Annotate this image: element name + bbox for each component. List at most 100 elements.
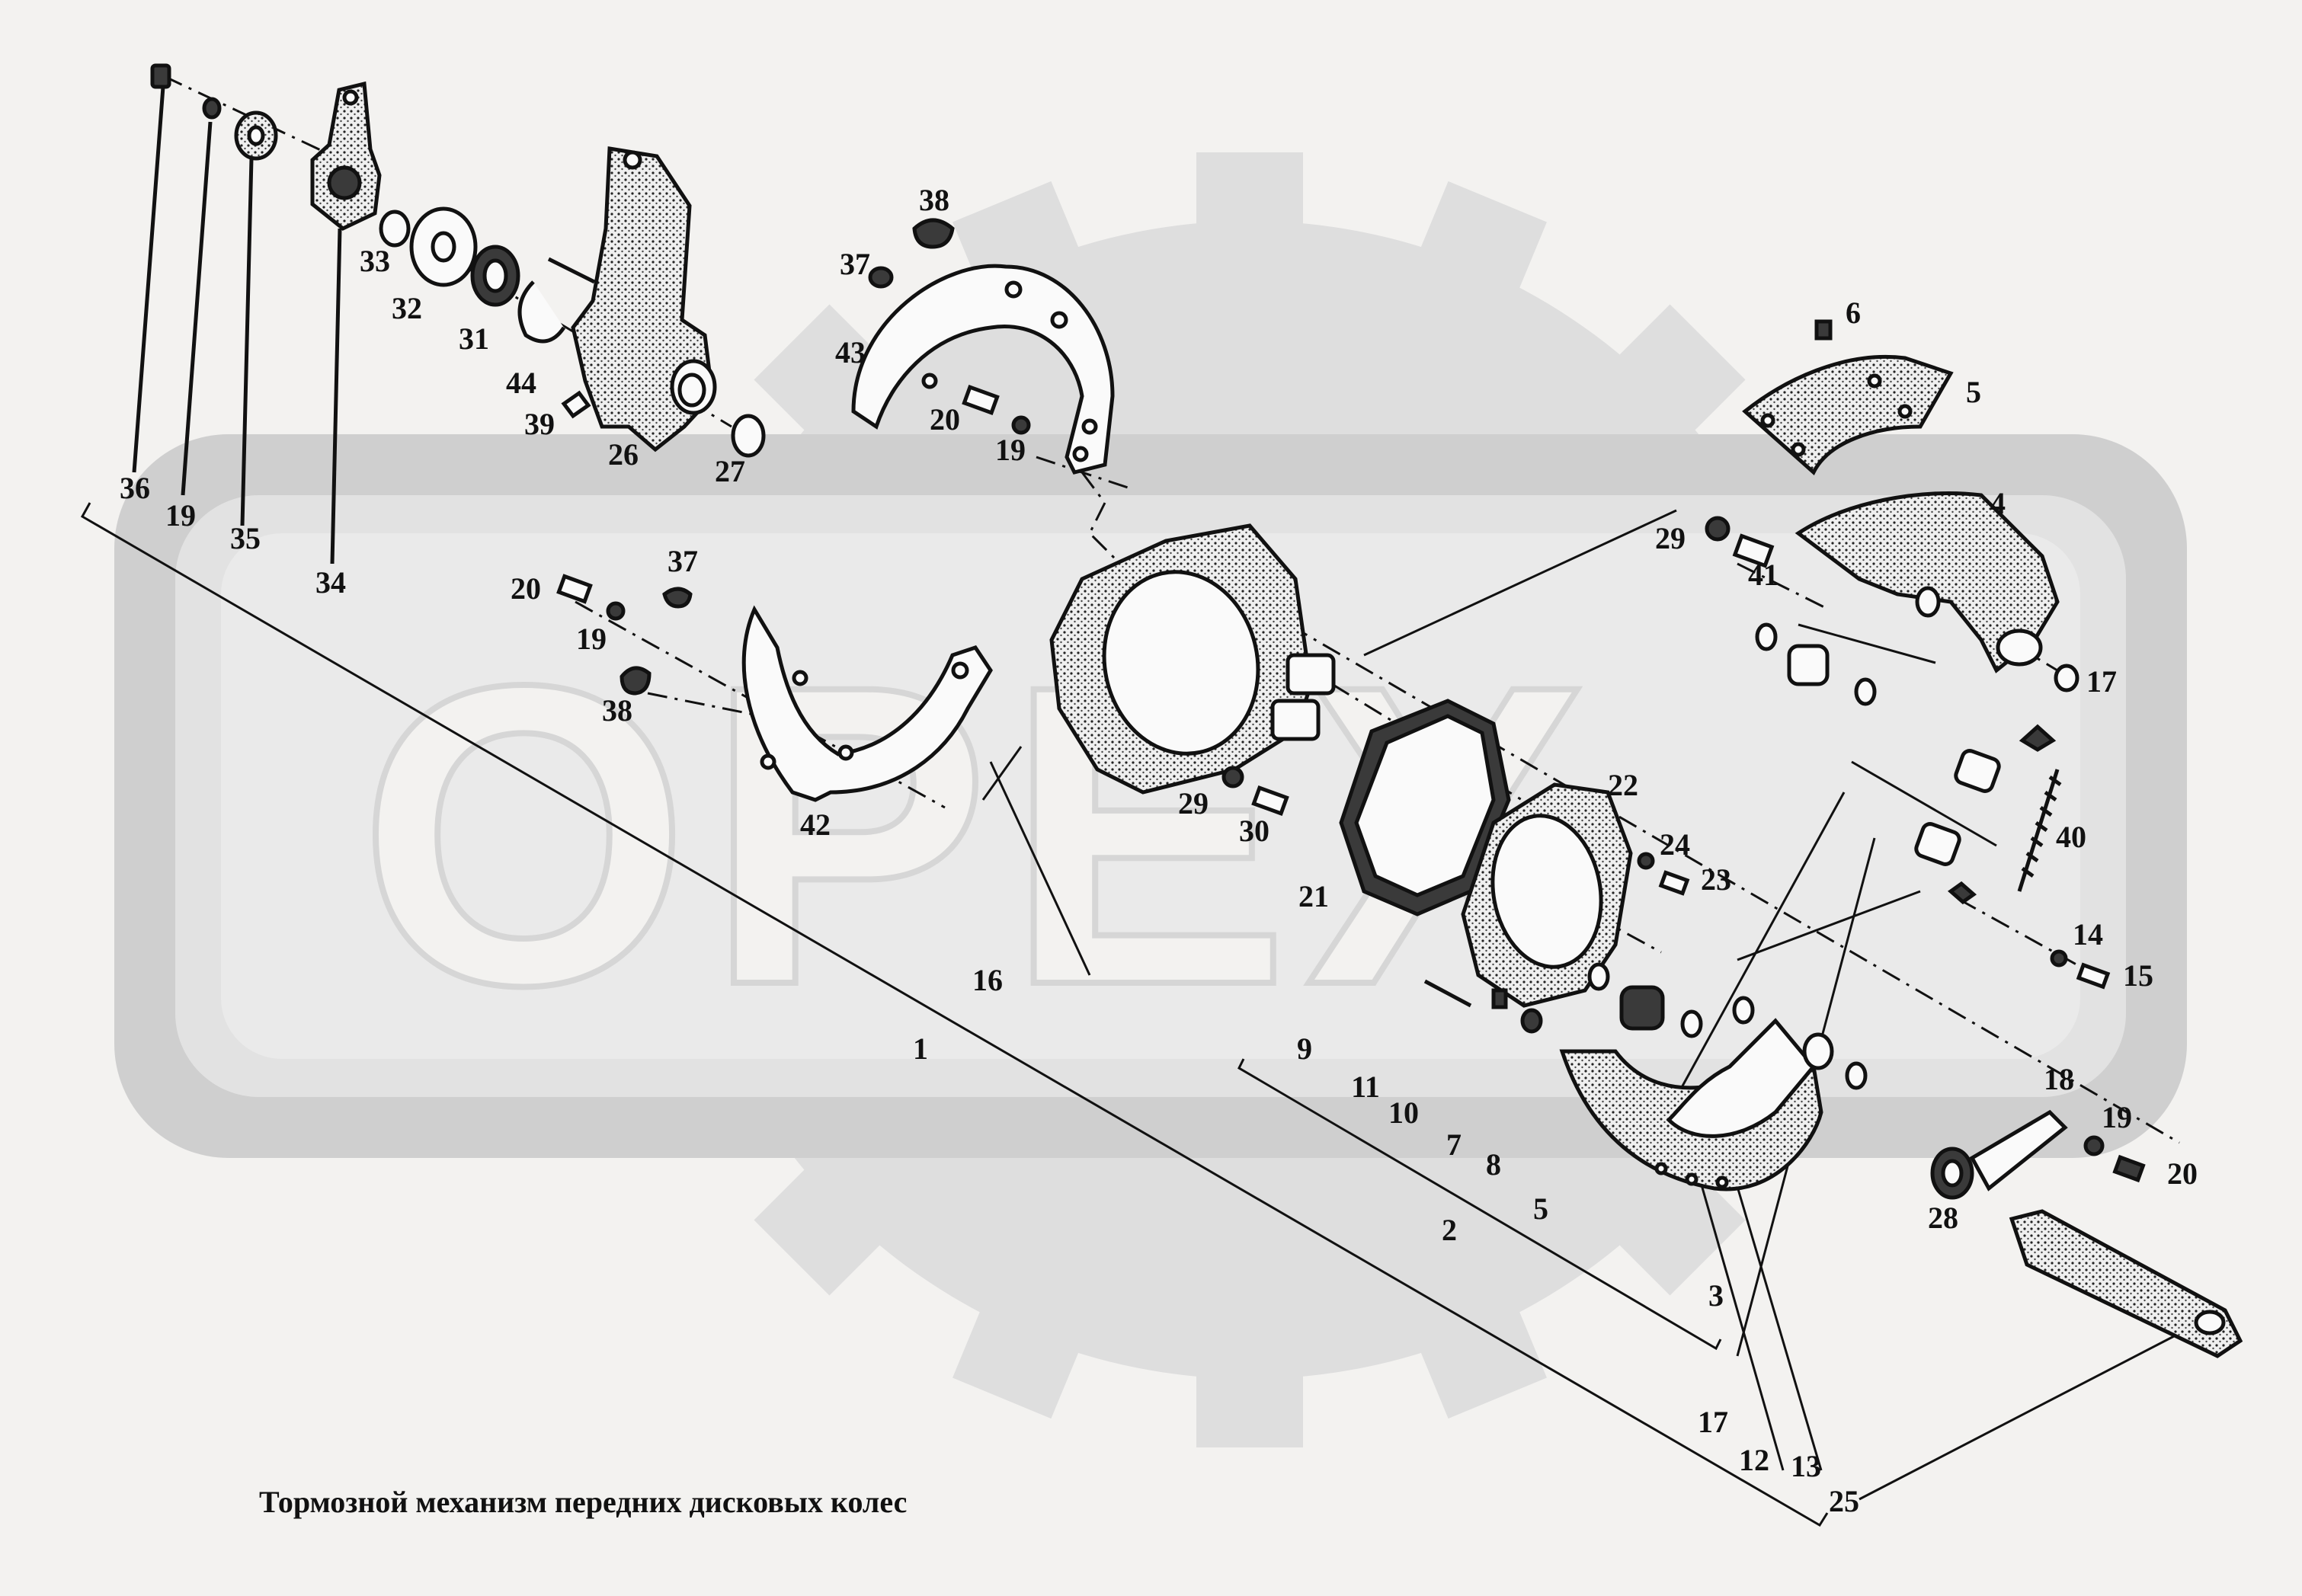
callout-c21: 21 bbox=[1298, 879, 1329, 913]
part-shield-43 bbox=[851, 264, 1115, 475]
part-bushing-28 bbox=[1930, 1147, 1974, 1200]
part-washer-24 bbox=[1637, 852, 1655, 870]
callout-c36a: 36 bbox=[120, 471, 150, 505]
part-lining-5a bbox=[1742, 354, 1954, 476]
part-bolt-20c bbox=[2112, 1154, 2146, 1183]
part-bolt-20b bbox=[556, 574, 593, 604]
callout-c29b: 29 bbox=[1178, 786, 1209, 820]
callout-c2: 2 bbox=[1442, 1213, 1457, 1247]
callout-c16: 16 bbox=[972, 963, 1003, 997]
part-bracket-26 bbox=[571, 146, 717, 453]
part-washer-19d bbox=[2083, 1135, 2105, 1156]
callout-c37b: 37 bbox=[668, 544, 698, 578]
part-washer-19b bbox=[1011, 415, 1031, 435]
callout-c20b: 20 bbox=[511, 571, 541, 606]
part-bolt-41 bbox=[1732, 533, 1775, 568]
callout-c37a: 37 bbox=[840, 247, 870, 281]
callout-c26: 26 bbox=[608, 437, 639, 472]
callout-c15: 15 bbox=[2123, 958, 2153, 993]
part-spring-40 bbox=[2017, 769, 2062, 892]
callout-c17a: 17 bbox=[2086, 664, 2117, 699]
part-washer-29b bbox=[1221, 766, 1244, 788]
watermark-logo: OPEX bbox=[114, 152, 2187, 1447]
part-plug-38a bbox=[912, 218, 955, 249]
callout-c17b: 17 bbox=[1698, 1405, 1728, 1439]
part-washer-19c bbox=[606, 601, 626, 621]
gear-tooth bbox=[1196, 152, 1303, 251]
callout-c1: 1 bbox=[913, 1031, 928, 1066]
part-gasket-21 bbox=[1339, 699, 1511, 916]
part-bolt-20a bbox=[962, 384, 1000, 416]
callout-c22: 22 bbox=[1608, 768, 1638, 802]
parts bbox=[132, 63, 2243, 1358]
gear-tooth bbox=[1599, 304, 1746, 450]
callout-c33: 33 bbox=[360, 244, 390, 278]
gear-tooth bbox=[754, 1150, 900, 1296]
callout-c19d: 19 bbox=[2102, 1100, 2132, 1134]
bracket-25 bbox=[1859, 1324, 2195, 1501]
callout-c41: 41 bbox=[1748, 558, 1779, 592]
callout-c5a: 5 bbox=[1966, 375, 1981, 409]
part-ring-17a bbox=[2054, 664, 2079, 692]
callout-c6: 6 bbox=[1846, 296, 1861, 330]
part-bolt-9 bbox=[1423, 979, 1472, 1008]
callout-c42: 42 bbox=[800, 808, 831, 842]
callout-c3: 3 bbox=[1708, 1278, 1724, 1313]
part-bolt-23 bbox=[1658, 870, 1690, 896]
part-washer-29a bbox=[1705, 516, 1731, 542]
part-bushing-31 bbox=[470, 245, 520, 307]
callout-c23: 23 bbox=[1701, 862, 1731, 897]
part-rivet-6 bbox=[1814, 319, 1833, 341]
callout-c24: 24 bbox=[1660, 827, 1690, 862]
callout-c14: 14 bbox=[2073, 917, 2103, 952]
part-plate-22 bbox=[1461, 782, 1633, 1008]
gear-tooth bbox=[952, 1286, 1090, 1419]
callout-c35: 35 bbox=[230, 521, 261, 555]
callout-c10: 10 bbox=[1388, 1095, 1419, 1130]
part-washer-35 bbox=[234, 110, 278, 526]
gear-tooth bbox=[1410, 1286, 1547, 1419]
callout-c19b: 19 bbox=[995, 433, 1026, 467]
part-roller-lower bbox=[1587, 962, 1868, 1090]
part-clip-lower bbox=[1947, 881, 1977, 905]
part-nipple-39 bbox=[561, 390, 591, 419]
gear-tooth bbox=[754, 304, 900, 450]
part-nut-11 bbox=[1491, 988, 1508, 1009]
callout-c11: 11 bbox=[1351, 1070, 1380, 1104]
part-roller-upper bbox=[1755, 622, 1877, 706]
callout-c13: 13 bbox=[1791, 1449, 1821, 1483]
part-bolt-30 bbox=[1251, 785, 1289, 817]
part-plug-38b bbox=[620, 666, 652, 696]
part-shoe-4 bbox=[1795, 491, 2060, 673]
callout-c19c: 19 bbox=[576, 622, 607, 656]
assembly-brackets bbox=[80, 502, 2195, 1527]
callout-c18: 18 bbox=[2044, 1062, 2074, 1096]
callout-c12: 12 bbox=[1739, 1443, 1769, 1477]
callout-c7: 7 bbox=[1446, 1127, 1462, 1162]
part-lever-34 bbox=[310, 81, 382, 565]
part-shield-42 bbox=[741, 605, 993, 802]
part-washer-10 bbox=[1520, 1008, 1543, 1034]
part-clip-44 bbox=[517, 257, 596, 344]
callout-c25: 25 bbox=[1829, 1484, 1859, 1518]
callout-c39: 39 bbox=[524, 407, 555, 441]
part-plug-37b bbox=[662, 587, 693, 609]
part-pin-lower bbox=[1914, 822, 1961, 866]
callout-c43: 43 bbox=[835, 335, 866, 369]
part-washer-14 bbox=[2050, 949, 2068, 968]
part-camshaft-25 bbox=[2009, 1209, 2243, 1358]
part-housing-16 bbox=[1049, 523, 1336, 795]
callout-c38b: 38 bbox=[602, 693, 632, 728]
callout-c29a: 29 bbox=[1655, 521, 1686, 555]
callout-c8: 8 bbox=[1486, 1147, 1501, 1182]
part-bolt-15 bbox=[2076, 962, 2111, 990]
callout-c28: 28 bbox=[1928, 1201, 1958, 1235]
callout-c40: 40 bbox=[2056, 820, 2086, 854]
part-pin-upper bbox=[1954, 749, 2001, 793]
callout-c30: 30 bbox=[1239, 814, 1269, 848]
bracket-2 bbox=[1237, 1058, 1722, 1351]
part-clip-right bbox=[2019, 724, 2057, 752]
callout-c32: 32 bbox=[392, 291, 422, 325]
